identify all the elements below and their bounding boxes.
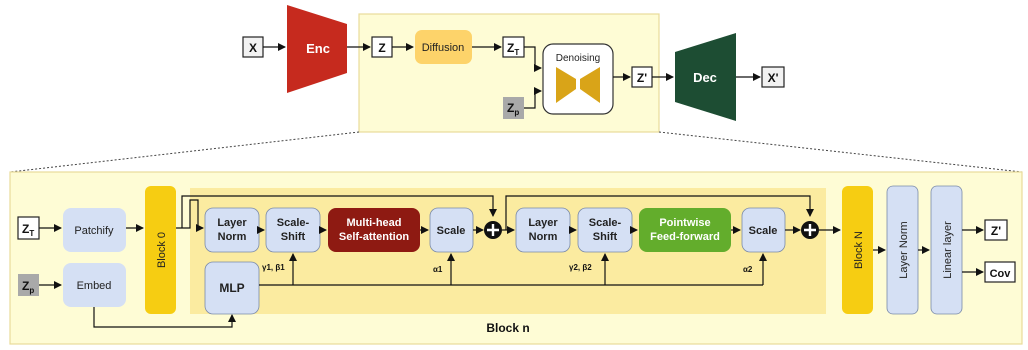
decoder-label: Dec (693, 70, 717, 85)
feed-forward-box (639, 208, 731, 252)
alpha1-label: α1 (433, 265, 443, 274)
dit-zt-label: ZT (22, 222, 34, 238)
dit-zp-label: Zp (22, 279, 34, 295)
blockN-box (842, 186, 873, 314)
arrow-zp-denoising (524, 87, 542, 109)
denoising-unet-shape-right (580, 67, 600, 103)
alpha2-label: α2 (743, 265, 753, 274)
cov-label: Cov (990, 268, 1012, 280)
encoder-shape (287, 5, 347, 93)
dit-zprime-label: Z' (991, 224, 1001, 238)
block-n-label: Block n (486, 321, 529, 335)
dit-zprime-box (984, 219, 1008, 241)
add-1-plus (487, 224, 499, 236)
diffusion-box (415, 30, 472, 64)
dit-zp-box (18, 274, 39, 296)
scale-shift-1-box (265, 207, 321, 253)
z-label: Z (378, 41, 385, 55)
zp-box (503, 97, 524, 119)
add-2-plus (804, 224, 816, 236)
zoom-line-right (658, 131, 1023, 173)
layer-norm-2-box (515, 207, 571, 253)
scale-shift-1-label: Scale-Shift (277, 217, 310, 243)
residual-2-line (505, 195, 814, 230)
mlp-label: MLP (219, 281, 244, 295)
scale-shift-2-label: Scale-Shift (589, 217, 622, 243)
zprime-label: Z' (637, 71, 647, 85)
final-layer-norm-label: Layer Norm (898, 221, 910, 278)
diffusion-label: Diffusion (422, 42, 465, 54)
arrow-zt-denoising (524, 46, 542, 72)
block0-box (145, 186, 176, 314)
scale-1-label: Scale (437, 225, 466, 237)
denoising-unet-shape (556, 67, 576, 103)
embed-box (63, 263, 126, 307)
cov-box (984, 261, 1016, 283)
gamma1-beta1-label: γ1, β1 (262, 263, 285, 272)
residual-1-line (181, 195, 497, 228)
layer-norm-1-box (204, 207, 260, 253)
linear-layer-box (930, 185, 963, 315)
x-output-box (761, 66, 785, 88)
zoom-line-left (9, 131, 360, 173)
x-input-label: X (249, 41, 257, 55)
embed-label: Embed (77, 280, 112, 292)
mlp-box (204, 261, 260, 315)
arrow-embed-mlp (93, 307, 236, 328)
arrow-block0-ln1 (176, 199, 204, 232)
zp-label: Zp (507, 101, 519, 117)
scale-shift-2-box (577, 207, 633, 253)
block0-label: Block 0 (156, 232, 168, 268)
denoising-label: Denoising (556, 53, 600, 64)
patchify-label: Patchify (74, 225, 114, 237)
zt-label: ZT (507, 41, 519, 57)
encoder-label: Enc (306, 41, 330, 56)
scale-2-label: Scale (749, 225, 778, 237)
decoder-shape (675, 33, 736, 121)
mhsa-box (328, 208, 420, 252)
blockN-label: Block N (853, 231, 865, 269)
x-output-label: X' (768, 71, 779, 85)
patchify-box (63, 208, 126, 252)
gamma2-beta2-label: γ2, β2 (569, 263, 592, 272)
linear-layer-label: Linear layer (942, 221, 954, 279)
